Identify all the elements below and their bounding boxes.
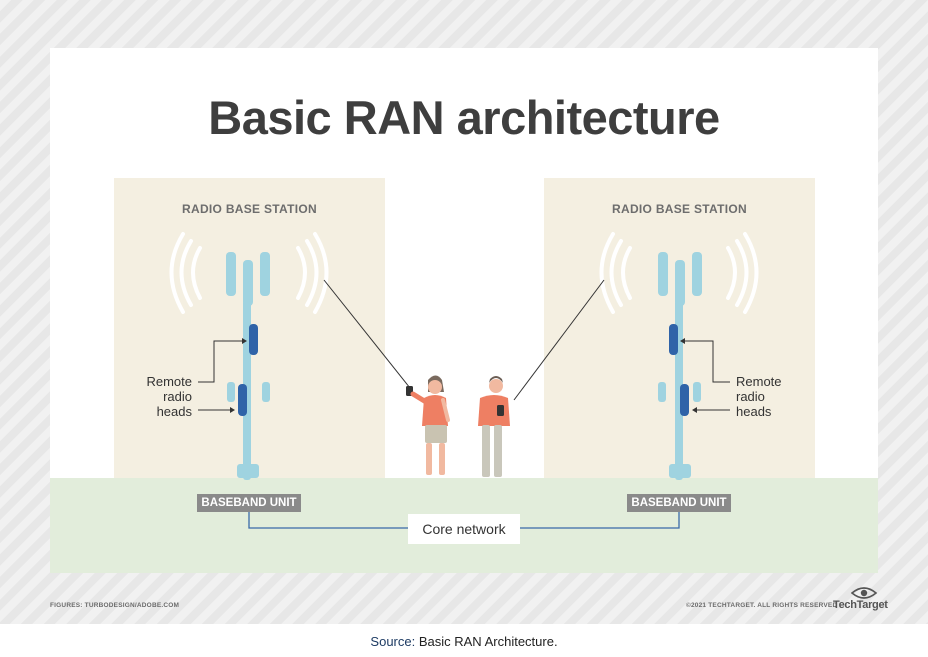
left-tower-base [237, 464, 259, 478]
station-right-label: RADIO BASE STATION [612, 202, 747, 216]
left-signal-line [323, 279, 411, 389]
caption-text: Basic RAN Architecture. [415, 634, 558, 649]
left-remote-radio-head-top [249, 324, 258, 355]
right-signal-line [513, 279, 605, 401]
baseband-unit-left: BASEBAND UNIT [197, 494, 301, 512]
copyright-notice: ©2021 TECHTARGET. ALL RIGHTS RESERVED [686, 602, 838, 609]
left-rrh-line-2: radio [163, 389, 192, 404]
right-antenna-right [692, 252, 702, 296]
right-tower-base [669, 464, 691, 478]
right-rrh-line-1: Remote [736, 374, 782, 389]
right-rrh-pointers [681, 340, 730, 411]
station-left-label: RADIO BASE STATION [182, 202, 317, 216]
right-remote-radio-heads-label: Remote radio heads [736, 374, 796, 419]
left-antenna-center [243, 260, 253, 306]
caption-prefix: Source: [370, 634, 416, 649]
right-remote-radio-head-bottom [680, 384, 689, 416]
right-signal-waves [599, 232, 759, 314]
left-remote-radio-heads-label: Remote radio heads [136, 374, 192, 419]
image-caption: Source: Basic RAN Architecture. [0, 634, 928, 649]
left-rrh-line-3: heads [156, 404, 192, 419]
right-mid-antenna-left [658, 382, 666, 402]
left-mid-antenna-right [262, 382, 270, 402]
right-antenna-left [658, 252, 668, 296]
figure-credit: FIGURES: TURBODESIGN/ADOBE.COM [50, 602, 180, 609]
right-tower [513, 232, 759, 480]
person-right-phone [497, 405, 504, 416]
left-rrh-line-1: Remote [146, 374, 192, 389]
left-antenna-left [226, 252, 236, 296]
right-antenna-center [675, 260, 685, 306]
right-mid-antenna-right [693, 382, 701, 402]
baseband-unit-right: BASEBAND UNIT [627, 494, 731, 512]
diagram-title: Basic RAN architecture [208, 91, 720, 144]
left-rrh-pointers [198, 340, 246, 411]
eye-icon [851, 587, 877, 599]
left-tower [169, 232, 411, 480]
techtarget-logo: TechTarget [833, 599, 888, 611]
left-remote-radio-head-bottom [238, 384, 247, 416]
person-left [406, 375, 450, 475]
left-antenna-right [260, 252, 270, 296]
left-signal-waves [169, 232, 329, 314]
person-right [478, 376, 510, 477]
left-mid-antenna-left [227, 382, 235, 402]
right-rrh-line-2: radio [736, 389, 765, 404]
core-network-label: Core network [408, 514, 520, 544]
right-rrh-line-3: heads [736, 404, 772, 419]
right-remote-radio-head-top [669, 324, 678, 355]
